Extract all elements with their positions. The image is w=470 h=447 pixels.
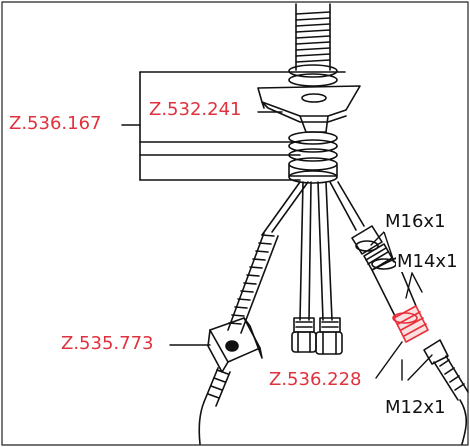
pipe-fittings	[291, 317, 343, 355]
mounting-bracket	[257, 85, 361, 133]
thread-label-m16x1: M16x1	[384, 211, 447, 232]
top-washers	[288, 64, 338, 87]
leader-lines	[169, 111, 433, 381]
callout-z532241: Z.532.241	[148, 99, 243, 120]
callout-z535773: Z.535.773	[60, 333, 155, 354]
callout-z536228: Z.536.228	[268, 369, 363, 390]
callout-z536167: Z.536.167	[8, 113, 103, 134]
adapter-highlight	[392, 305, 429, 343]
braided-hose-left	[198, 232, 279, 445]
thread-label-m12x1: M12x1	[384, 397, 447, 418]
threaded-stem	[295, 3, 331, 71]
ring-stack	[288, 131, 338, 184]
braided-hose-right	[423, 339, 469, 445]
thread-label-m14x1: M14x1	[396, 251, 459, 272]
bracket-z536167	[121, 71, 346, 181]
right-connectors	[351, 225, 417, 319]
central-pipes	[261, 181, 365, 321]
